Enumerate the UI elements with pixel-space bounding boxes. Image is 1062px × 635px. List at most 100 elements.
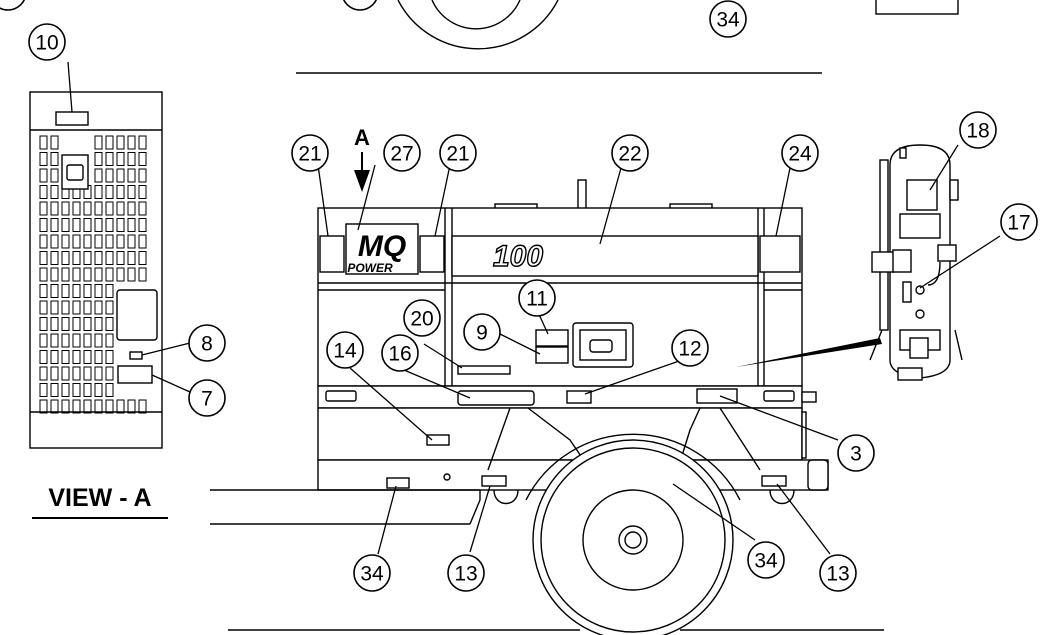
vent-slot — [138, 168, 147, 183]
vent-slot — [138, 234, 147, 249]
callout-7: 7 — [188, 379, 226, 417]
callout-34: 34 — [747, 541, 785, 579]
top-partial-view — [296, 0, 959, 74]
model-badge: 100 — [493, 240, 543, 273]
vent-slot — [105, 218, 114, 232]
vent-slot — [105, 333, 114, 348]
vent-slot — [50, 234, 59, 249]
vent-slot — [72, 218, 81, 232]
vent-slot — [94, 366, 103, 381]
vent-slot — [39, 218, 48, 232]
svg-text:11: 11 — [526, 288, 548, 311]
vent-slot — [50, 168, 59, 183]
vent-slot — [61, 300, 70, 315]
svg-text:POWER: POWER — [347, 261, 393, 275]
svg-text:9: 9 — [476, 322, 488, 345]
detail-pointer — [736, 338, 882, 367]
vent-slot — [105, 383, 114, 397]
callout-24: 24 — [781, 134, 819, 172]
decal-3 — [696, 388, 738, 404]
vent-slot — [138, 185, 147, 199]
decal-10 — [55, 111, 89, 126]
svg-text:3: 3 — [850, 443, 862, 466]
svg-text:14: 14 — [333, 340, 357, 363]
callout-21: 21 — [291, 134, 329, 172]
vent-slot — [61, 333, 70, 348]
svg-text:34: 34 — [360, 563, 384, 586]
vent-slot — [61, 251, 70, 265]
vent-slot — [83, 399, 92, 414]
svg-text:8: 8 — [201, 333, 213, 356]
vent-slot — [72, 201, 81, 216]
vent-slot — [50, 317, 59, 331]
vent-slot — [61, 317, 70, 331]
vent-slot — [72, 366, 81, 381]
vent-slot — [83, 201, 92, 216]
callout-21: 21 — [439, 134, 477, 172]
vent-slot — [94, 300, 103, 315]
vent-slot — [39, 135, 48, 150]
vent-slot — [61, 201, 70, 216]
vent-slot — [138, 399, 147, 414]
callout-3: 3 — [837, 434, 875, 472]
vent-slot — [72, 251, 81, 265]
vent-slot — [127, 234, 136, 249]
vent-slot — [138, 218, 147, 232]
vent-slot — [105, 185, 114, 199]
vent-slot — [105, 284, 114, 298]
view-a-panel — [29, 91, 163, 449]
vent-slot — [94, 333, 103, 348]
vent-slot — [72, 383, 81, 397]
vent-slot — [138, 251, 147, 265]
mq-power-logo: MQ POWER — [345, 223, 419, 275]
callout-13: 13 — [447, 554, 485, 592]
vent-slot — [39, 399, 48, 414]
vent-slot — [39, 383, 48, 397]
callout-20: 20 — [403, 299, 441, 337]
callout-14: 14 — [326, 331, 364, 369]
vent-slot — [138, 135, 147, 150]
vent-slot — [116, 152, 125, 166]
vent-slot — [94, 135, 103, 150]
callout-18: 18 — [959, 111, 997, 149]
decal-21b — [419, 235, 445, 273]
vent-slot — [61, 218, 70, 232]
vent-slot — [94, 152, 103, 166]
svg-text:24: 24 — [788, 143, 812, 166]
vent-slot — [105, 135, 114, 150]
leader-lines — [67, 61, 1001, 555]
vent-slot — [39, 168, 48, 183]
decal-13-left — [481, 475, 507, 487]
callout-16: 16 — [381, 334, 419, 372]
decal-11 — [535, 329, 569, 347]
vent-slot — [116, 251, 125, 265]
svg-text:21: 21 — [298, 143, 321, 166]
svg-text:16: 16 — [388, 343, 411, 366]
decal-8 — [129, 351, 143, 360]
svg-text:10: 10 — [0, 0, 20, 5]
vent-slot — [83, 284, 92, 298]
vent-slot — [72, 333, 81, 348]
callout-10: 10 — [28, 23, 66, 61]
vent-slot — [50, 366, 59, 381]
vent-slot — [138, 267, 147, 282]
vent-slot — [105, 399, 114, 414]
vent-slot — [94, 284, 103, 298]
svg-text:16: 16 — [348, 0, 371, 5]
decal-14 — [426, 434, 450, 446]
vent-slot — [127, 399, 136, 414]
vent-slot — [127, 152, 136, 166]
vent-slot — [127, 251, 136, 265]
callout-34: 34 — [709, 0, 747, 38]
vent-slot — [50, 300, 59, 315]
vent-slot — [94, 234, 103, 249]
vent-slot — [83, 300, 92, 315]
vent-slot — [94, 383, 103, 397]
vent-slot — [127, 218, 136, 232]
vent-slot — [50, 201, 59, 216]
vent-slot — [61, 284, 70, 298]
svg-text:7: 7 — [201, 388, 213, 411]
vent-slot — [50, 152, 59, 166]
callout-17: 17 — [1000, 203, 1038, 241]
vent-slot — [116, 234, 125, 249]
